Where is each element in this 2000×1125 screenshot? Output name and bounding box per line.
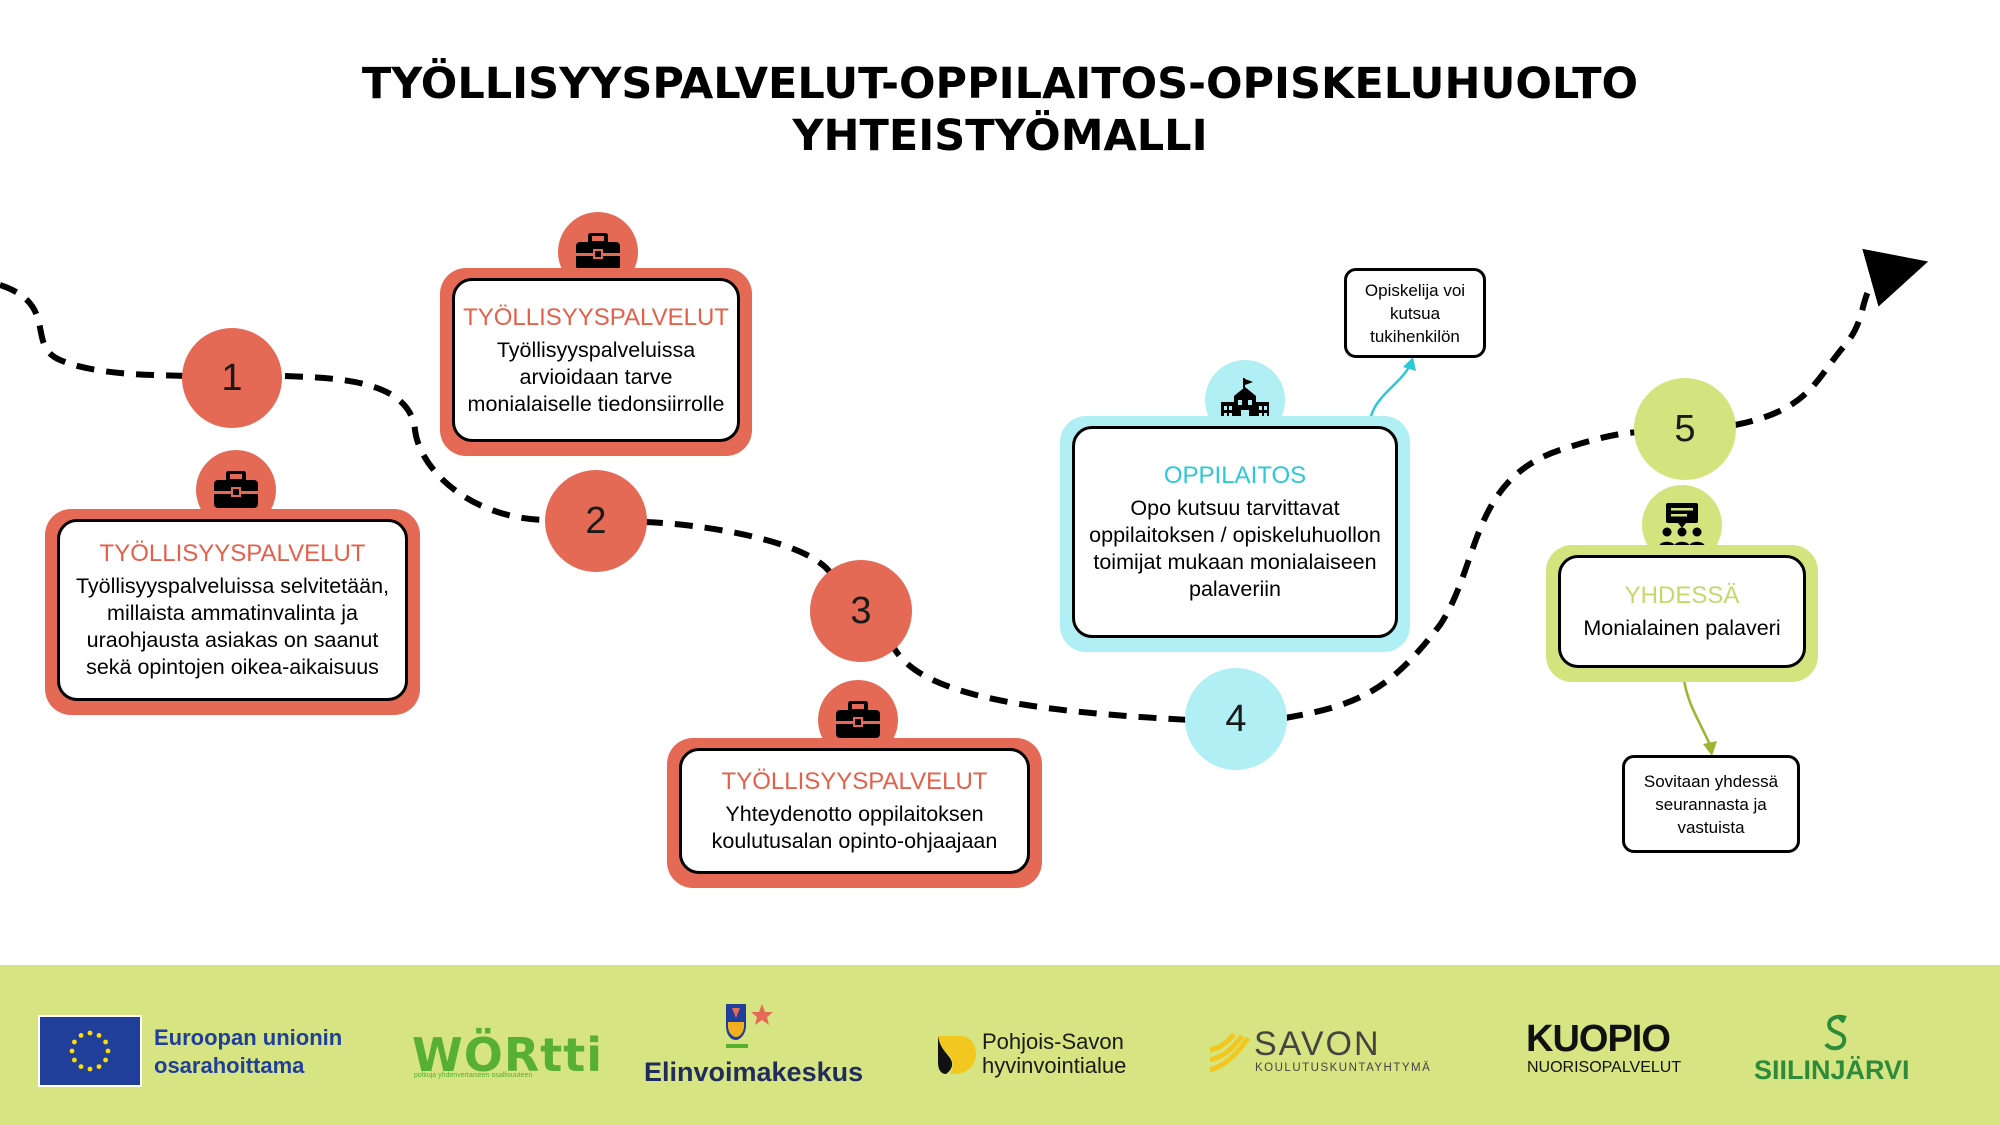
card-4: OPPILAITOS Opo kutsuu tarvittavat oppila… [1060,416,1410,652]
footer-bar [0,965,2000,1125]
eu-funding-text: Euroopan unionin osarahoittama [154,1025,343,1078]
followup-note-text: Sovitaan yhdessä seurannasta ja vastuist… [1643,771,1779,837]
wortti-tagline: polkuja yhdenvertaiseen osallisuuteen [414,1072,533,1079]
wortti-logo: WÖRtti [412,1028,604,1082]
flow-dashed-line [0,265,1906,723]
kuopio-logo-text: KUOPIO [1526,1018,1671,1060]
step-2-number: 2 [585,499,607,542]
step-3-number: 3 [850,589,872,632]
step-1-circle: 1 [182,328,282,428]
card-3-text: Yhteydenotto oppilaitoksen koulutusalan … [711,802,998,853]
card-4-heading: OPPILAITOS [1163,462,1307,489]
pohjois-savo-line-1: Pohjois-Savon [982,1029,1124,1054]
card-4-text: Opo kutsuu tarvittavat oppilaitoksen / o… [1089,496,1381,601]
step-1-number: 1 [221,356,243,399]
step-2-circle: 2 [545,470,647,572]
flow-path [0,248,1929,756]
step-5-number: 5 [1674,407,1696,450]
savon-emblem-icon [1209,1032,1251,1073]
support-person-note: Opiskelija voi kutsua tukihenkilön [1344,268,1486,358]
eu-flag-logo [38,1015,142,1087]
card-1-heading: TYÖLLISYYSPALVELUT [99,540,366,567]
diagram-title: TYÖLLISYYSPALVELUT-OPPILAITOS-OPISKELUHU… [0,58,2000,162]
elinvoimakeskus-emblem-icon [726,1004,773,1048]
followup-note: Sovitaan yhdessä seurannasta ja vastuist… [1622,755,1800,853]
card-2: TYÖLLISYYSPALVELUT Työllisyyspalveluissa… [440,268,752,456]
card-3: TYÖLLISYYSPALVELUT Yhteydenotto oppilait… [667,738,1042,888]
support-note-arrowhead [1403,357,1416,371]
support-person-note-text: Opiskelija voi kutsua tukihenkilön [1364,280,1466,346]
eu-stars-icon [69,1030,111,1072]
card-2-text: Työllisyyspalveluissa arvioidaan tarve m… [467,337,725,416]
briefcase-icon [836,701,880,738]
card-2-heading: TYÖLLISYYSPALVELUT [463,303,729,331]
pohjois-savo-emblem-icon [938,1036,976,1074]
kuopio-logo-subtext: NUORISOPALVELUT [1527,1059,1682,1076]
card-1-text: Työllisyyspalveluissa selvitetään, milla… [75,574,390,679]
flow-arrow-tip [1862,248,1929,307]
card-5: YHDESSÄ Monialainen palaveri [1546,545,1818,682]
step-4-circle: 4 [1185,668,1287,770]
support-note-arrow [1368,364,1412,421]
savon-logo-text: SAVON [1254,1025,1381,1063]
title-line-2: YHTEISTYÖMALLI [792,111,1208,161]
card-5-text: Monialainen palaveri [1583,616,1781,640]
card-5-heading: YHDESSÄ [1624,582,1740,609]
step-3-circle: 3 [810,560,912,662]
card-1: TYÖLLISYYSPALVELUT Työllisyyspalveluissa… [45,509,420,715]
meeting-icon [1659,503,1705,547]
step-5-circle: 5 [1634,378,1736,480]
elinvoimakeskus-logo-text: Elinvoimakeskus [644,1057,864,1087]
pohjois-savo-logo-text: Pohjois-Savon hyvinvointialue [982,1030,1126,1078]
briefcase-icon [576,233,620,270]
title-line-1: TYÖLLISYYSPALVELUT-OPPILAITOS-OPISKELUHU… [361,59,1639,109]
savon-logo-subtext: KOULUTUSKUNTAYHTYMÄ [1255,1062,1432,1074]
followup-note-arrow [1682,679,1712,746]
pohjois-savo-line-2: hyvinvointialue [982,1053,1127,1078]
siilinjarvi-logo-text: SIILINJÄRVI [1754,1055,1910,1085]
step-4-number: 4 [1225,697,1247,740]
siilinjarvi-emblem-icon [1824,1014,1847,1051]
followup-note-arrowhead [1703,741,1717,756]
briefcase-icon [214,471,258,508]
card-3-heading: TYÖLLISYYSPALVELUT [721,768,988,795]
